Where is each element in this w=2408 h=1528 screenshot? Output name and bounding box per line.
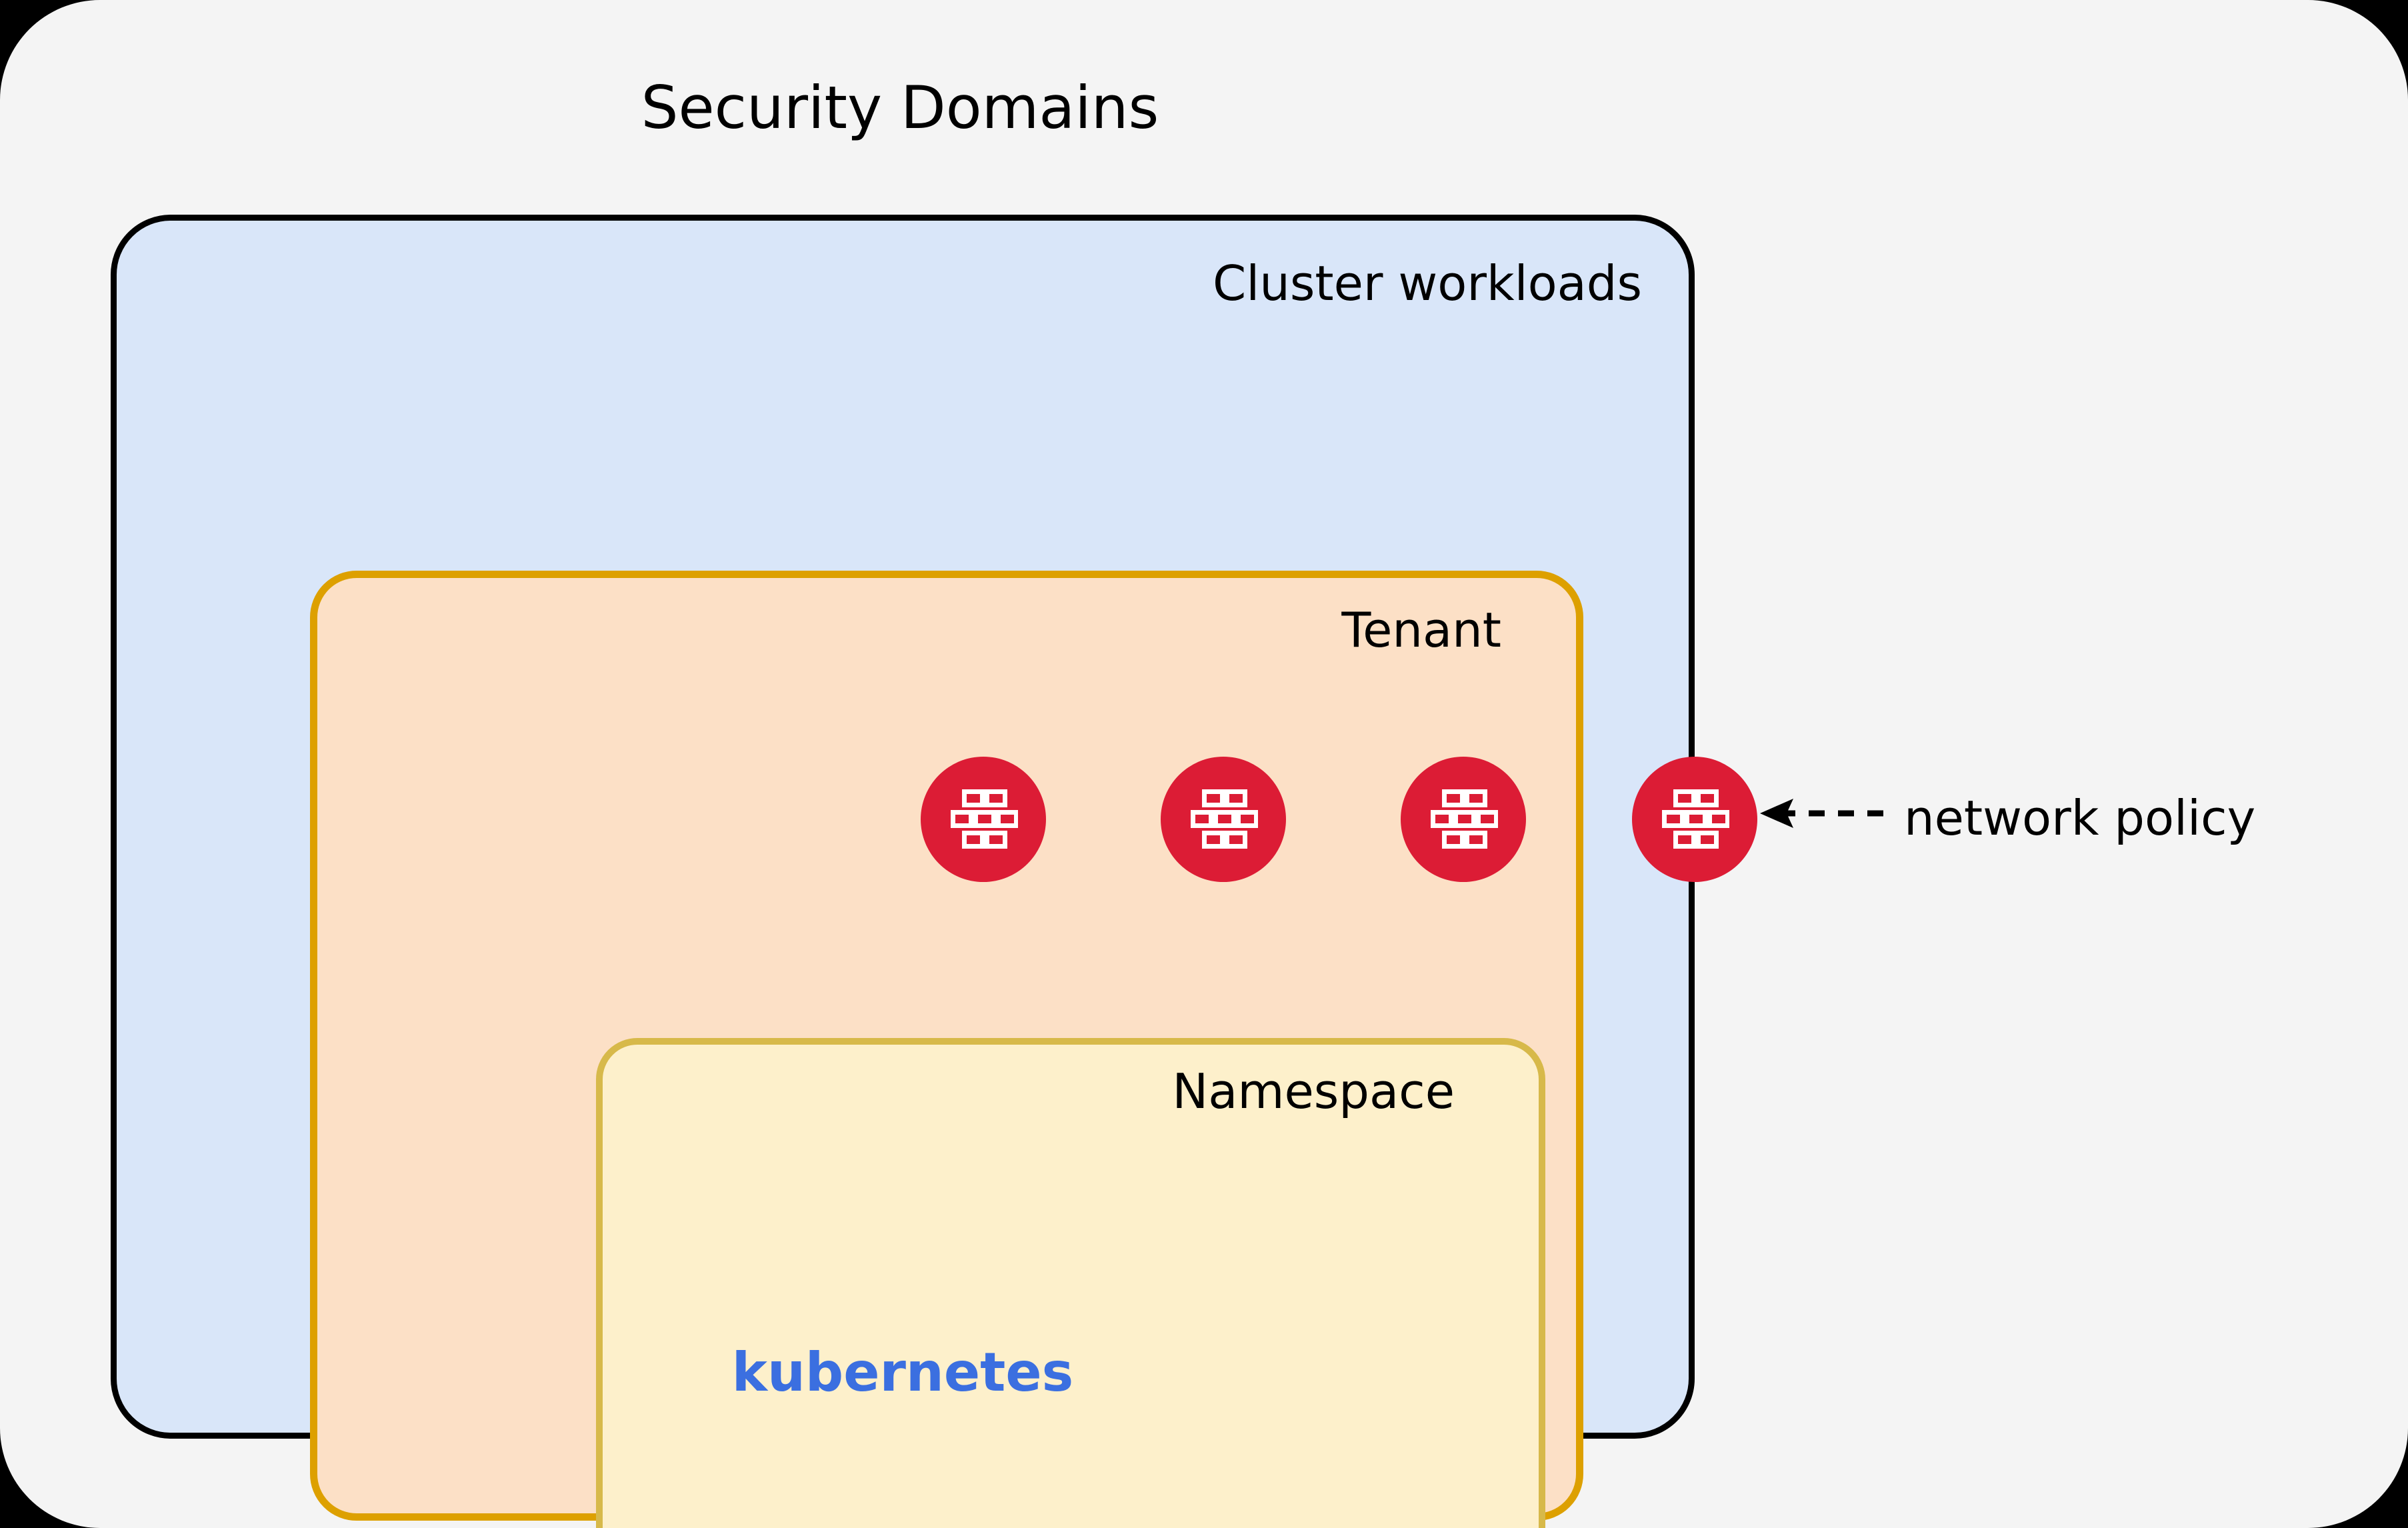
firewall-endpoint-groups[interactable] xyxy=(921,757,1046,882)
firewall-tenant[interactable] xyxy=(1401,757,1526,882)
firewall-brick-icon xyxy=(1429,788,1498,851)
firewall-brick-icon xyxy=(1660,788,1729,851)
firewall-cluster[interactable] xyxy=(1632,757,1757,882)
label-tenant: Tenant xyxy=(1341,602,1501,658)
page-title: Security Domains xyxy=(641,73,1159,142)
label-kubernetes: kubernetes xyxy=(731,1341,1074,1403)
box-namespace: Namespace Endpoint groups xyxy=(596,1038,1545,1528)
dashed-arrow-left-icon xyxy=(1747,787,1893,867)
box-cluster-workloads: Cluster workloads Tenant Namespace Endpo… xyxy=(111,215,1695,1528)
label-namespace: Namespace xyxy=(1172,1063,1455,1119)
firewall-namespace[interactable] xyxy=(1161,757,1286,882)
firewall-brick-icon xyxy=(949,788,1018,851)
firewall-brick-icon xyxy=(1189,788,1258,851)
label-cluster-workloads: Cluster workloads xyxy=(1212,255,1642,311)
label-network-policy: network policy xyxy=(1904,790,2256,846)
box-tenant: Tenant Namespace Endpoint groups xyxy=(310,571,1583,1528)
